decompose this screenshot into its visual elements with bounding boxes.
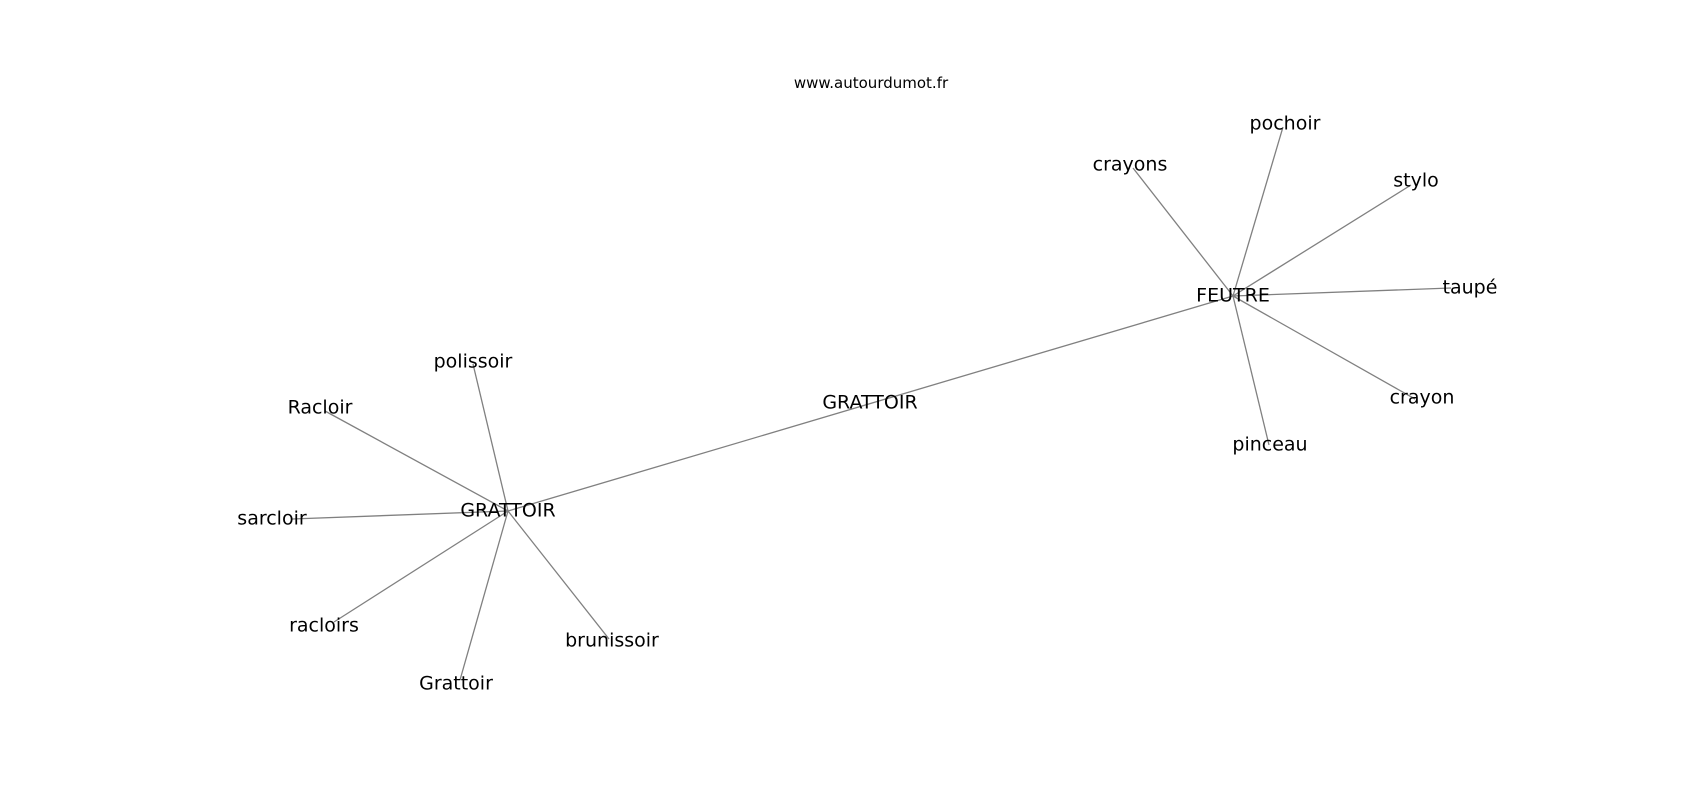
node-racloir_cap: Racloir: [288, 397, 353, 419]
edge-grattoir_hub-racloirs: [333, 510, 509, 623]
node-racloirs: racloirs: [289, 615, 359, 637]
edge-feutre-stylo: [1232, 184, 1412, 297]
node-pochoir: pochoir: [1250, 113, 1321, 135]
node-crayon: crayon: [1390, 387, 1455, 409]
node-brunissoir: brunissoir: [565, 630, 659, 652]
node-crayons: crayons: [1093, 154, 1168, 176]
edge-feutre-pochoir: [1232, 126, 1284, 297]
node-grattoir_cap: Grattoir: [419, 673, 493, 695]
site-label: www.autourdumot.fr: [794, 74, 949, 92]
node-stylo: stylo: [1393, 170, 1439, 192]
edge-grattoir_hub-racloir_cap: [324, 410, 509, 512]
edge-grattoir_hub-feutre: [507, 295, 1234, 512]
edges-group: [291, 126, 1452, 681]
edge-feutre-pinceau: [1232, 295, 1270, 446]
edge-grattoir_hub-brunissoir: [507, 510, 610, 640]
node-taupe: taupé: [1443, 277, 1498, 299]
node-polissoir: polissoir: [434, 351, 513, 373]
node-feutre: FEUTRE: [1196, 285, 1270, 307]
edge-grattoir_hub-grattoir_cap: [459, 510, 509, 681]
node-pinceau: pinceau: [1232, 434, 1307, 456]
edge-feutre-crayons: [1132, 167, 1234, 297]
edge-feutre-taupe: [1232, 287, 1452, 297]
edge-feutre-crayon: [1232, 295, 1416, 400]
node-sarcloir: sarcloir: [237, 508, 307, 530]
node-grattoir_center: GRATTOIR: [822, 392, 917, 414]
edge-grattoir_hub-sarcloir: [291, 510, 509, 520]
node-grattoir_hub: GRATTOIR: [460, 500, 555, 522]
edge-grattoir_hub-polissoir: [472, 363, 509, 512]
